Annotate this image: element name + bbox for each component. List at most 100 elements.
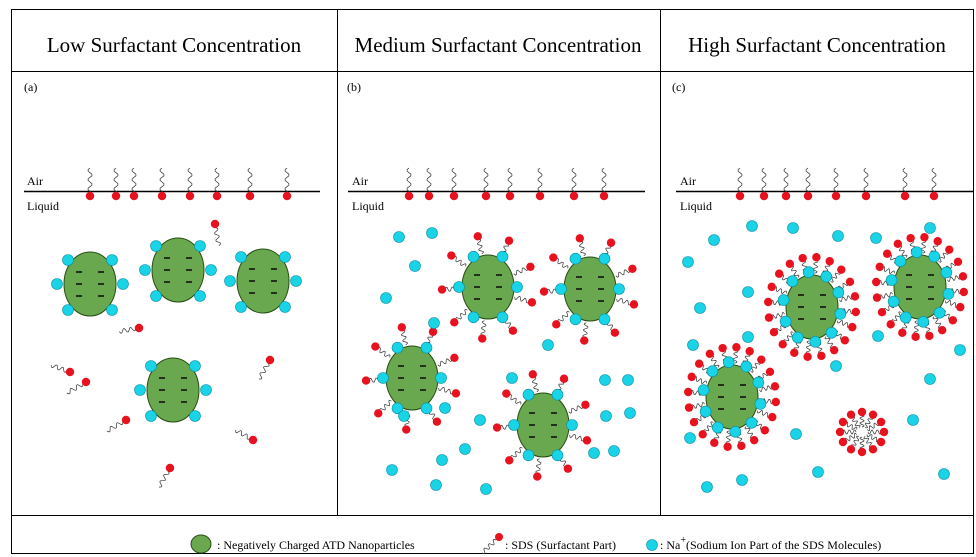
sds-head <box>745 347 754 356</box>
sodium-ion <box>522 388 535 401</box>
sds-tail <box>571 167 577 197</box>
sds-head <box>882 249 892 258</box>
sodium-ion <box>598 252 611 265</box>
sds-head <box>552 320 561 329</box>
sodium-ion <box>928 250 941 263</box>
sds-tail <box>737 167 743 197</box>
nanoparticle <box>385 345 439 411</box>
sds-head <box>282 191 292 201</box>
sds-head <box>846 410 856 419</box>
sds-head <box>111 191 121 201</box>
sodium-ion <box>435 372 447 384</box>
sodium-ion <box>599 374 611 386</box>
sds-head <box>959 287 968 297</box>
sds-head <box>575 234 584 243</box>
panel-b-title: Medium Surfactant Concentration <box>355 33 642 57</box>
sds-head <box>581 400 590 410</box>
sds-head <box>502 389 511 398</box>
sodium-ion <box>139 264 151 276</box>
sodium-ion <box>682 256 694 268</box>
sds-head <box>877 308 887 317</box>
sodium-ion <box>386 464 398 476</box>
sodium-ion <box>820 270 833 283</box>
sodium-ion <box>467 311 480 324</box>
sds-head <box>212 191 222 201</box>
sds-head <box>838 417 848 427</box>
sodium-ion <box>742 331 754 343</box>
sds-head <box>447 251 456 260</box>
sodium-ion <box>189 410 201 422</box>
sodium-ion <box>555 283 567 295</box>
sodium-ion <box>145 360 157 372</box>
sodium-ion <box>809 335 822 348</box>
sds-head <box>432 417 442 426</box>
sds-head <box>831 191 841 201</box>
sds-head <box>785 259 795 269</box>
sds-tail <box>507 167 513 197</box>
sds-head <box>812 253 821 262</box>
sds-head <box>835 427 845 437</box>
sodium-ion <box>834 308 847 320</box>
sodium-ion <box>885 274 898 286</box>
sds-head <box>875 262 884 272</box>
sds-head <box>937 325 947 335</box>
sds-head <box>606 238 616 247</box>
sds-head <box>580 336 589 345</box>
sodium-ion <box>467 250 480 263</box>
sodium-ion <box>117 278 129 290</box>
legend-sodium-prefix: : Na <box>660 538 681 552</box>
sds-head <box>628 264 637 274</box>
sodium-ion <box>740 360 753 373</box>
sds-head <box>790 348 799 357</box>
sds-head <box>563 464 573 473</box>
sodium-ion <box>200 384 212 396</box>
sds-head <box>933 237 942 246</box>
sodium-ion <box>409 260 421 272</box>
sodium-ion <box>522 449 535 462</box>
sodium-ion <box>802 266 815 279</box>
sds-head <box>684 403 694 412</box>
sds-head <box>958 272 968 281</box>
sds-head <box>769 328 779 337</box>
sds-head <box>698 430 707 439</box>
sds-tail <box>406 167 412 197</box>
sodium-ion <box>426 227 438 239</box>
sodium-ion <box>598 313 611 326</box>
sds-head <box>134 323 144 333</box>
nanoparticle <box>146 357 200 423</box>
sds-tail <box>187 167 193 197</box>
sds-head <box>876 417 886 427</box>
sodium-ion <box>907 414 919 426</box>
sodium-ion <box>106 304 118 316</box>
sds-head <box>402 425 411 434</box>
sds-tail <box>87 167 93 197</box>
sds-head <box>956 302 965 312</box>
sds-head <box>450 318 459 327</box>
sodium-ion <box>924 373 936 385</box>
sds-tail <box>247 167 253 197</box>
sds-head <box>749 435 759 445</box>
sds-head <box>185 191 195 201</box>
sds-tail <box>902 167 908 197</box>
sds-head <box>876 437 886 447</box>
legend-sodium-text: : Na+(Sodium Ion Part of the SDS Molecul… <box>660 535 881 552</box>
nanoparticle <box>236 248 290 314</box>
sds-head <box>872 293 882 302</box>
sodium-ion <box>459 443 471 455</box>
sds-head <box>857 447 867 457</box>
sodium-ion <box>439 402 451 414</box>
sodium-ion <box>608 445 620 457</box>
sds-head <box>803 191 813 201</box>
panel-c-label: (c) <box>672 80 685 94</box>
sds-head <box>757 355 766 364</box>
sodium-ion <box>453 281 465 293</box>
sds-tail <box>426 167 432 197</box>
sds-head <box>778 340 787 349</box>
sodium-ion <box>569 252 582 265</box>
sds-head <box>165 463 175 473</box>
sodium-ion <box>711 421 724 434</box>
sodium-ion <box>777 294 790 306</box>
sodium-ion <box>279 251 291 263</box>
sodium-ion <box>938 468 950 480</box>
sds-head <box>948 316 958 325</box>
